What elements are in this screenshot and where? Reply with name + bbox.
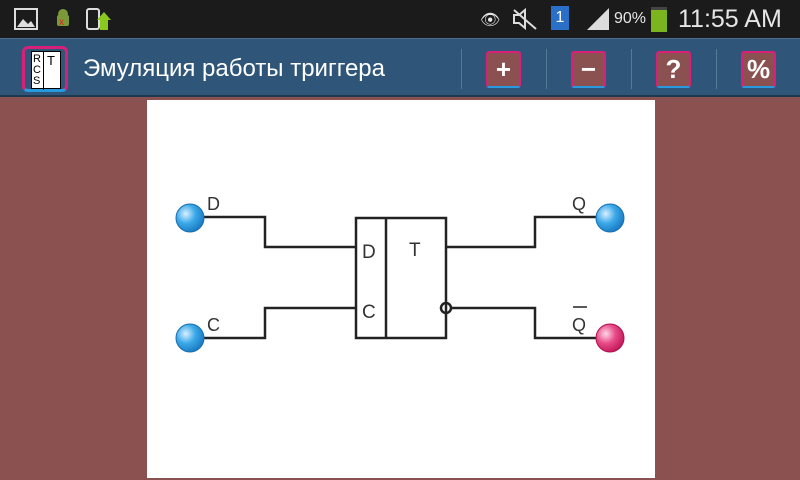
- svg-text:x: x: [59, 17, 64, 28]
- divider: [716, 49, 717, 89]
- status-bar: x 👁 1 90% 11:55 AM: [0, 0, 800, 38]
- mute-icon: [513, 8, 537, 30]
- output-qbar-label: Q: [572, 315, 586, 335]
- phone-update-icon: [86, 8, 111, 30]
- sim-icon: 1: [551, 6, 569, 30]
- signal-icon: [587, 8, 609, 30]
- divider: [546, 49, 547, 89]
- gallery-icon: [14, 8, 38, 30]
- percent-button[interactable]: %: [741, 51, 776, 88]
- circuit-canvas: [147, 100, 655, 478]
- input-c-toggle[interactable]: [175, 323, 205, 353]
- output-q-indicator: [595, 203, 625, 233]
- android-debug-icon: x: [57, 9, 69, 28]
- action-bar: RCS T Эмуляция работы триггера + − ? %: [0, 38, 800, 97]
- pin-d-label: D: [362, 242, 376, 263]
- help-button[interactable]: ?: [656, 51, 691, 88]
- input-c-label: C: [207, 315, 220, 335]
- app-title: Эмуляция работы триггера: [83, 55, 385, 82]
- clock: 11:55 AM: [678, 5, 782, 33]
- wire-c: [203, 306, 356, 340]
- divider: [631, 49, 632, 89]
- output-qbar-indicator: [595, 323, 625, 353]
- pin-c-label: C: [362, 302, 376, 323]
- input-d-toggle[interactable]: [175, 203, 205, 233]
- output-q-label: Q: [572, 194, 586, 214]
- wire-qbar: [451, 306, 598, 340]
- input-d-label: D: [207, 194, 220, 214]
- divider: [461, 49, 462, 89]
- app-logo: RCS T: [22, 46, 68, 92]
- zoom-out-button[interactable]: −: [571, 51, 606, 88]
- inversion-bubble: [439, 301, 453, 315]
- battery-percent: 90%: [614, 10, 647, 27]
- eye-icon: 👁: [480, 12, 501, 29]
- block-label: T: [409, 240, 421, 261]
- wire-q: [446, 215, 598, 249]
- wire-d: [203, 215, 356, 249]
- battery-icon: [651, 7, 667, 32]
- trigger-block: [354, 216, 448, 340]
- zoom-in-button[interactable]: +: [486, 51, 521, 88]
